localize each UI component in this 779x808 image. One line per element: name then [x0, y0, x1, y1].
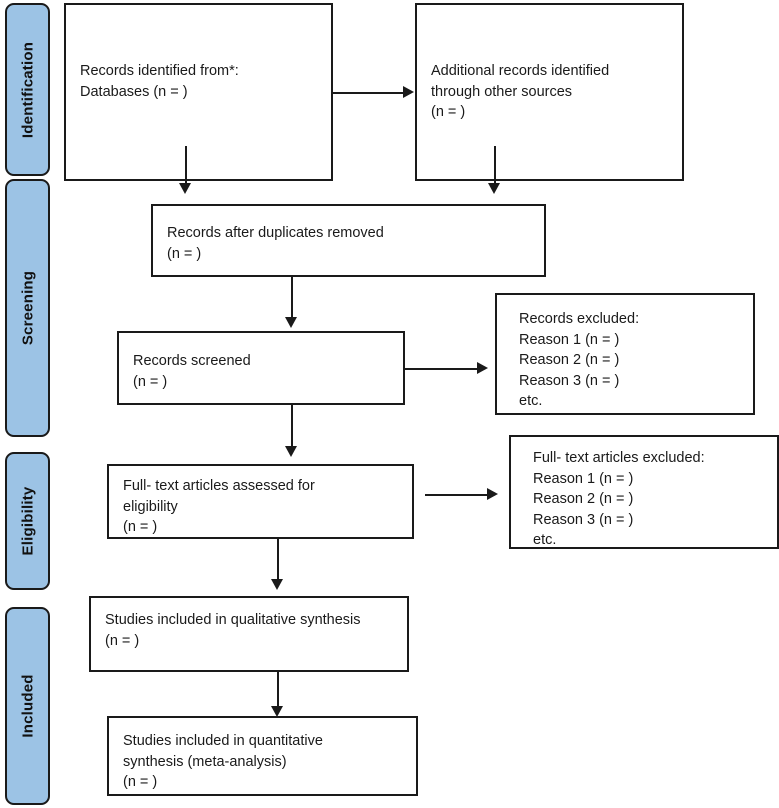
arrowhead-screened-to-excluded: [477, 361, 488, 374]
stage-label-identification: Identification: [19, 41, 36, 138]
connector-fulltext-to-excluded: [425, 494, 487, 496]
box-records-screened-text: Records screened (n = ): [133, 353, 251, 390]
connector-fulltext-to-qualitative: [277, 539, 279, 581]
connector-identified-down: [185, 146, 187, 185]
box-fulltext-assessed: Full- text articles assessed for eligibi…: [107, 464, 414, 539]
box-records-excluded: Records excluded: Reason 1 (n = ) Reason…: [495, 293, 755, 415]
connector-qualitative-to-quantitative: [277, 672, 279, 708]
arrowhead-fulltext-to-excluded: [487, 487, 498, 500]
box-records-screened: Records screened (n = ): [117, 331, 405, 405]
box-quantitative-synthesis-text: Studies included in quantitative synthes…: [123, 733, 323, 791]
box-qualitative-synthesis: Studies included in qualitative synthesi…: [89, 596, 409, 672]
box-additional-records-text: Additional records identified through ot…: [431, 63, 610, 121]
stage-label-eligibility: Eligibility: [19, 486, 36, 556]
stage-pill-included: Included: [5, 607, 50, 805]
connector-duplicates-to-screened: [291, 277, 293, 319]
connector-additional-down: [494, 146, 496, 185]
box-duplicates-removed-text: Records after duplicates removed (n = ): [167, 225, 384, 262]
arrowhead-qualitative-to-quantitative: [271, 706, 283, 717]
box-qualitative-synthesis-text: Studies included in qualitative synthesi…: [105, 612, 361, 649]
stage-label-screening: Screening: [19, 270, 36, 346]
box-records-identified-text: Records identified from*: Databases (n =…: [80, 63, 239, 100]
box-fulltext-assessed-text: Full- text articles assessed for eligibi…: [123, 478, 315, 536]
connector-screened-to-fulltext: [291, 405, 293, 448]
arrowhead-identified-to-additional: [403, 85, 414, 98]
stage-pill-identification: Identification: [5, 3, 50, 176]
connector-screened-to-excluded: [405, 368, 477, 370]
box-duplicates-removed: Records after duplicates removed (n = ): [151, 204, 546, 277]
connector-identified-to-additional: [333, 92, 403, 94]
box-fulltext-excluded: Full- text articles excluded: Reason 1 (…: [509, 435, 779, 549]
box-additional-records: Additional records identified through ot…: [415, 3, 684, 181]
box-records-identified: Records identified from*: Databases (n =…: [64, 3, 333, 181]
stage-label-included: Included: [19, 674, 36, 738]
box-fulltext-excluded-text: Full- text articles excluded: Reason 1 (…: [533, 450, 705, 549]
arrowhead-duplicates-to-screened: [285, 317, 297, 328]
arrowhead-screened-to-fulltext: [285, 446, 297, 457]
box-records-excluded-text: Records excluded: Reason 1 (n = ) Reason…: [519, 311, 640, 410]
stage-pill-screening: Screening: [5, 179, 50, 437]
arrowhead-fulltext-to-qualitative: [271, 579, 283, 590]
box-quantitative-synthesis: Studies included in quantitative synthes…: [107, 716, 418, 796]
arrowhead-additional-down: [488, 183, 500, 194]
stage-pill-eligibility: Eligibility: [5, 452, 50, 590]
arrowhead-identified-down: [179, 183, 191, 194]
